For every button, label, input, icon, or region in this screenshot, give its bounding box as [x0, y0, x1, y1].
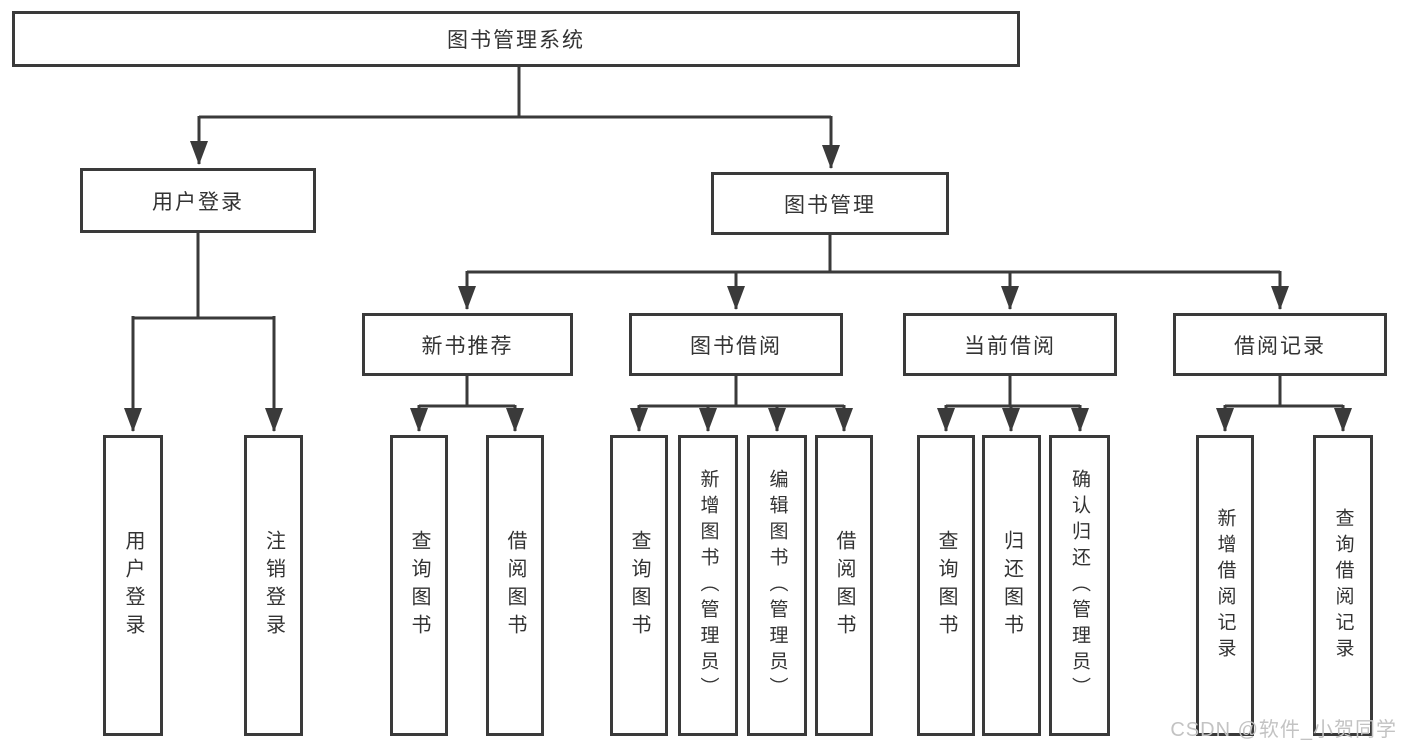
node-user-login-branch: 用户登录: [80, 168, 316, 233]
node-label: 注销登录: [262, 529, 285, 642]
node-label: 用户登录: [152, 190, 244, 214]
node-new-book-recommendation: 新书推荐: [362, 313, 573, 376]
node-book-management-branch: 图书管理: [711, 172, 949, 235]
node-label: 归还图书: [1000, 529, 1023, 642]
watermark: CSDN @软件_小贺同学: [1170, 719, 1397, 741]
leaf-query-books-current: 查询图书: [917, 435, 975, 736]
node-borrowing-records: 借阅记录: [1173, 313, 1387, 376]
node-label: 确认归还（管理员）: [1069, 468, 1090, 703]
node-current-borrowing: 当前借阅: [903, 313, 1117, 376]
leaf-confirm-return-admin: 确认归还（管理员）: [1049, 435, 1110, 736]
leaf-borrow-books-borrowing: 借阅图书: [815, 435, 873, 736]
node-label: 当前借阅: [964, 334, 1056, 358]
node-book-borrowing: 图书借阅: [629, 313, 843, 376]
node-label: 编辑图书（管理员）: [766, 468, 788, 703]
node-label: 用户登录: [122, 529, 144, 642]
leaf-query-books-borrowing: 查询图书: [610, 435, 668, 736]
leaf-user-login: 用户登录: [103, 435, 163, 736]
node-label: 新增图书（管理员）: [697, 468, 719, 703]
node-label: 借阅图书: [833, 529, 855, 642]
leaf-edit-book-admin: 编辑图书（管理员）: [747, 435, 807, 736]
node-root-library-system: 图书管理系统: [12, 11, 1020, 67]
node-label: 查询图书: [628, 529, 650, 642]
node-label: 图书管理: [784, 193, 876, 217]
node-label: 新书推荐: [421, 334, 514, 358]
node-label: 查询图书: [408, 529, 430, 642]
leaf-borrow-books-recommend: 借阅图书: [486, 435, 544, 736]
leaf-add-borrow-record: 新增借阅记录: [1196, 435, 1254, 736]
leaf-logout: 注销登录: [244, 435, 303, 736]
node-label: 借阅记录: [1234, 334, 1326, 358]
node-label: 查询图书: [935, 529, 957, 642]
node-label: 图书管理系统: [447, 29, 585, 52]
node-label: 新增借阅记录: [1214, 507, 1236, 664]
node-label: 查询借阅记录: [1332, 507, 1354, 664]
leaf-add-book-admin: 新增图书（管理员）: [678, 435, 738, 736]
node-label: 借阅图书: [504, 529, 526, 642]
leaf-query-books-recommend: 查询图书: [390, 435, 448, 736]
node-label: 图书借阅: [690, 334, 782, 358]
leaf-return-book: 归还图书: [982, 435, 1041, 736]
leaf-query-borrow-record: 查询借阅记录: [1313, 435, 1373, 736]
